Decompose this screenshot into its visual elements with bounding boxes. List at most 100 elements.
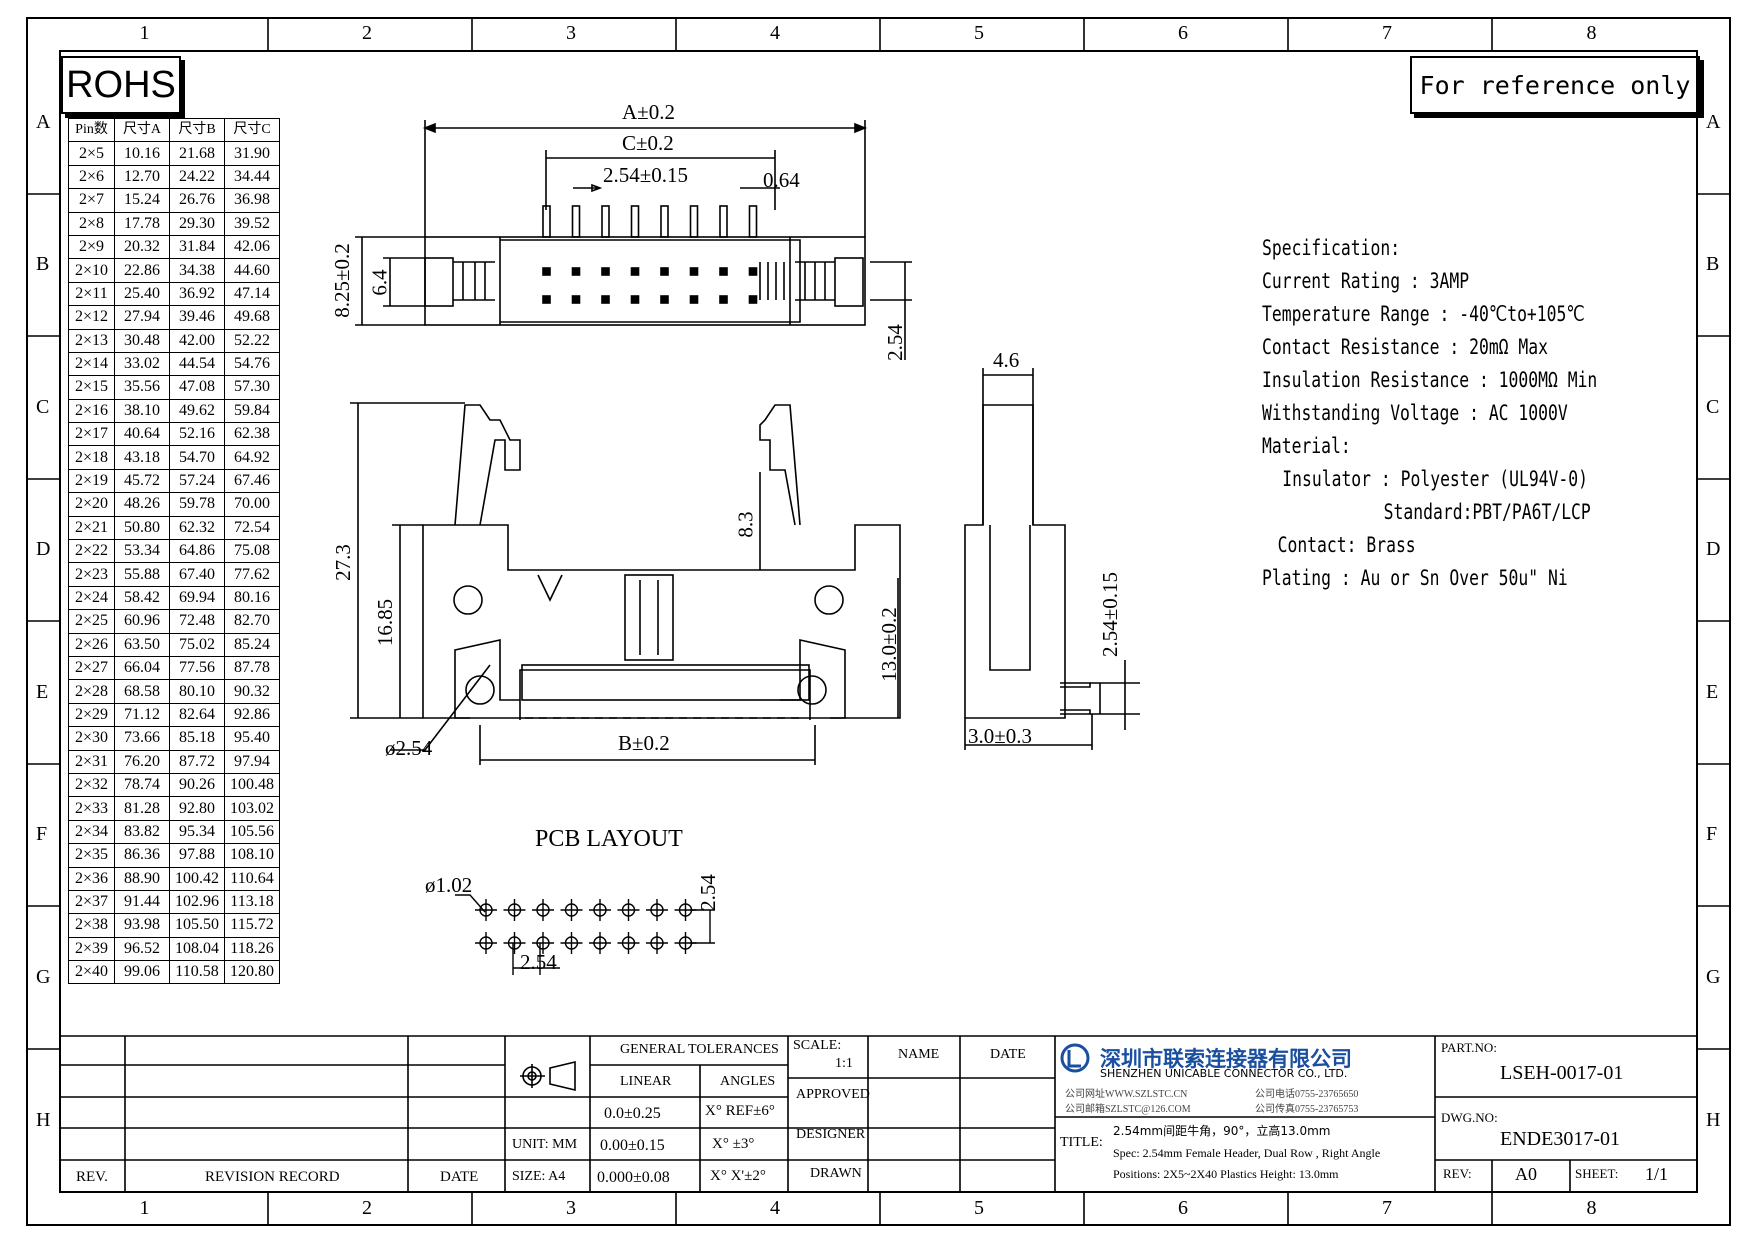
table-cell: 38.10 [114, 398, 170, 424]
table-cell: 27.94 [114, 305, 170, 330]
tb-scale-label: SCALE: [793, 1038, 842, 1053]
table-cell: 108.10 [224, 843, 280, 868]
table-cell: 103.02 [224, 796, 280, 821]
table-header-2: 尺寸B [169, 117, 225, 143]
table-cell: 2×23 [68, 562, 115, 587]
tb-rev-value: A0 [1515, 1164, 1537, 1184]
table-cell: 62.32 [169, 515, 225, 541]
table-cell: 93.98 [114, 913, 170, 938]
zone-row-G-right: G [1706, 965, 1721, 988]
zone-row-D-left: D [36, 538, 51, 560]
zone-row-C-right: C [1706, 395, 1720, 418]
table-cell: 42.06 [224, 234, 280, 260]
table-cell: 97.88 [169, 843, 225, 868]
table-cell: 2×17 [68, 422, 115, 447]
table-cell: 2×10 [68, 258, 115, 283]
pin-square [748, 295, 758, 304]
zone-col-7-top: 7 [1382, 22, 1392, 44]
table-header-3: 尺寸C [224, 117, 280, 143]
zone-col-3-bottom: 3 [566, 1197, 576, 1219]
dim-a: A±0.2 [622, 100, 675, 124]
table-cell: 36.92 [169, 281, 225, 307]
table-cell: 2×22 [68, 539, 115, 564]
table-cell: 76.20 [114, 749, 170, 774]
tb-lin2: 0.00±0.15 [600, 1137, 665, 1154]
zone-row-A-right: A [1706, 110, 1721, 133]
dim-side-46: 4.6 [993, 348, 1020, 372]
pin [719, 205, 728, 238]
table-cell: 110.58 [169, 960, 225, 985]
table-cell: 77.62 [224, 562, 280, 587]
table-cell: 99.06 [114, 960, 170, 985]
tb-general-tol: GENERAL TOLERANCES [620, 1042, 779, 1057]
pin-square [660, 267, 669, 276]
table-cell: 48.26 [114, 492, 170, 517]
pin-square [571, 267, 581, 276]
table-cell: 2×31 [68, 749, 115, 774]
table-cell: 26.76 [169, 188, 225, 213]
table-cell: 44.54 [169, 351, 225, 377]
table-cell: 102.96 [169, 889, 225, 915]
tb-approved: APPROVED [796, 1087, 870, 1102]
pin-square [748, 267, 758, 276]
table-cell: 72.54 [224, 515, 280, 541]
table-cell: 2×11 [68, 281, 115, 307]
table-cell: 87.72 [169, 749, 225, 774]
table-cell: 2×13 [68, 328, 115, 353]
pcb-row-spacing: 2.54 [695, 874, 720, 911]
table-cell: 34.44 [224, 164, 280, 190]
table-cell: 2×35 [68, 843, 115, 868]
table-cell: 108.04 [169, 936, 225, 962]
pcb-pitch: 2.54 [520, 950, 557, 974]
pin [630, 205, 640, 238]
tb-fax: 公司传真0755-23765753 [1255, 1104, 1359, 1115]
dim-pitch: 2.54±0.15 [603, 163, 689, 187]
table-cell: 54.70 [169, 445, 225, 470]
table-cell: 2×28 [68, 679, 115, 704]
table-cell: 29.30 [169, 211, 225, 236]
dim-b: B±0.2 [618, 731, 670, 755]
table-cell: 53.34 [114, 539, 170, 564]
tb-title-label: TITLE: [1060, 1135, 1103, 1150]
pin-square [542, 295, 551, 304]
tb-revision-record: REVISION RECORD [205, 1169, 340, 1185]
tb-sheet-value: 1/1 [1645, 1164, 1669, 1184]
table-cell: 52.22 [224, 328, 280, 353]
dim-side-pitch: 2.54±0.15 [1098, 571, 1123, 658]
table-cell: 100.48 [224, 772, 280, 798]
zone-row-E-right: E [1706, 680, 1719, 703]
tb-ang1: X° REF±6° [705, 1103, 775, 1119]
table-cell: 12.70 [114, 164, 170, 190]
tb-ang3: X° X'±2° [710, 1168, 766, 1184]
dim-hole: ø2.54 [385, 736, 433, 760]
table-cell: 24.22 [169, 164, 225, 190]
table-cell: 115.72 [224, 913, 280, 938]
pin-square [660, 295, 669, 304]
tb-unit: UNIT: MM [512, 1137, 578, 1152]
table-cell: 33.02 [114, 351, 170, 377]
table-cell: 2×20 [68, 492, 115, 517]
zone-col-2-top: 2 [362, 22, 372, 44]
tb-part-no: LSEH-0017-01 [1500, 1062, 1624, 1084]
tb-date: DATE [440, 1169, 479, 1185]
spec-contact-res: Contact Resistance : 20mΩ Max [1262, 335, 1548, 359]
table-cell: 42.00 [169, 328, 225, 353]
tb-company-en: SHENZHEN UNICABLE CONNECTOR CO., LTD. [1100, 1067, 1348, 1080]
table-cell: 43.18 [114, 445, 170, 470]
zone-col-1-bottom: 1 [139, 1197, 150, 1219]
